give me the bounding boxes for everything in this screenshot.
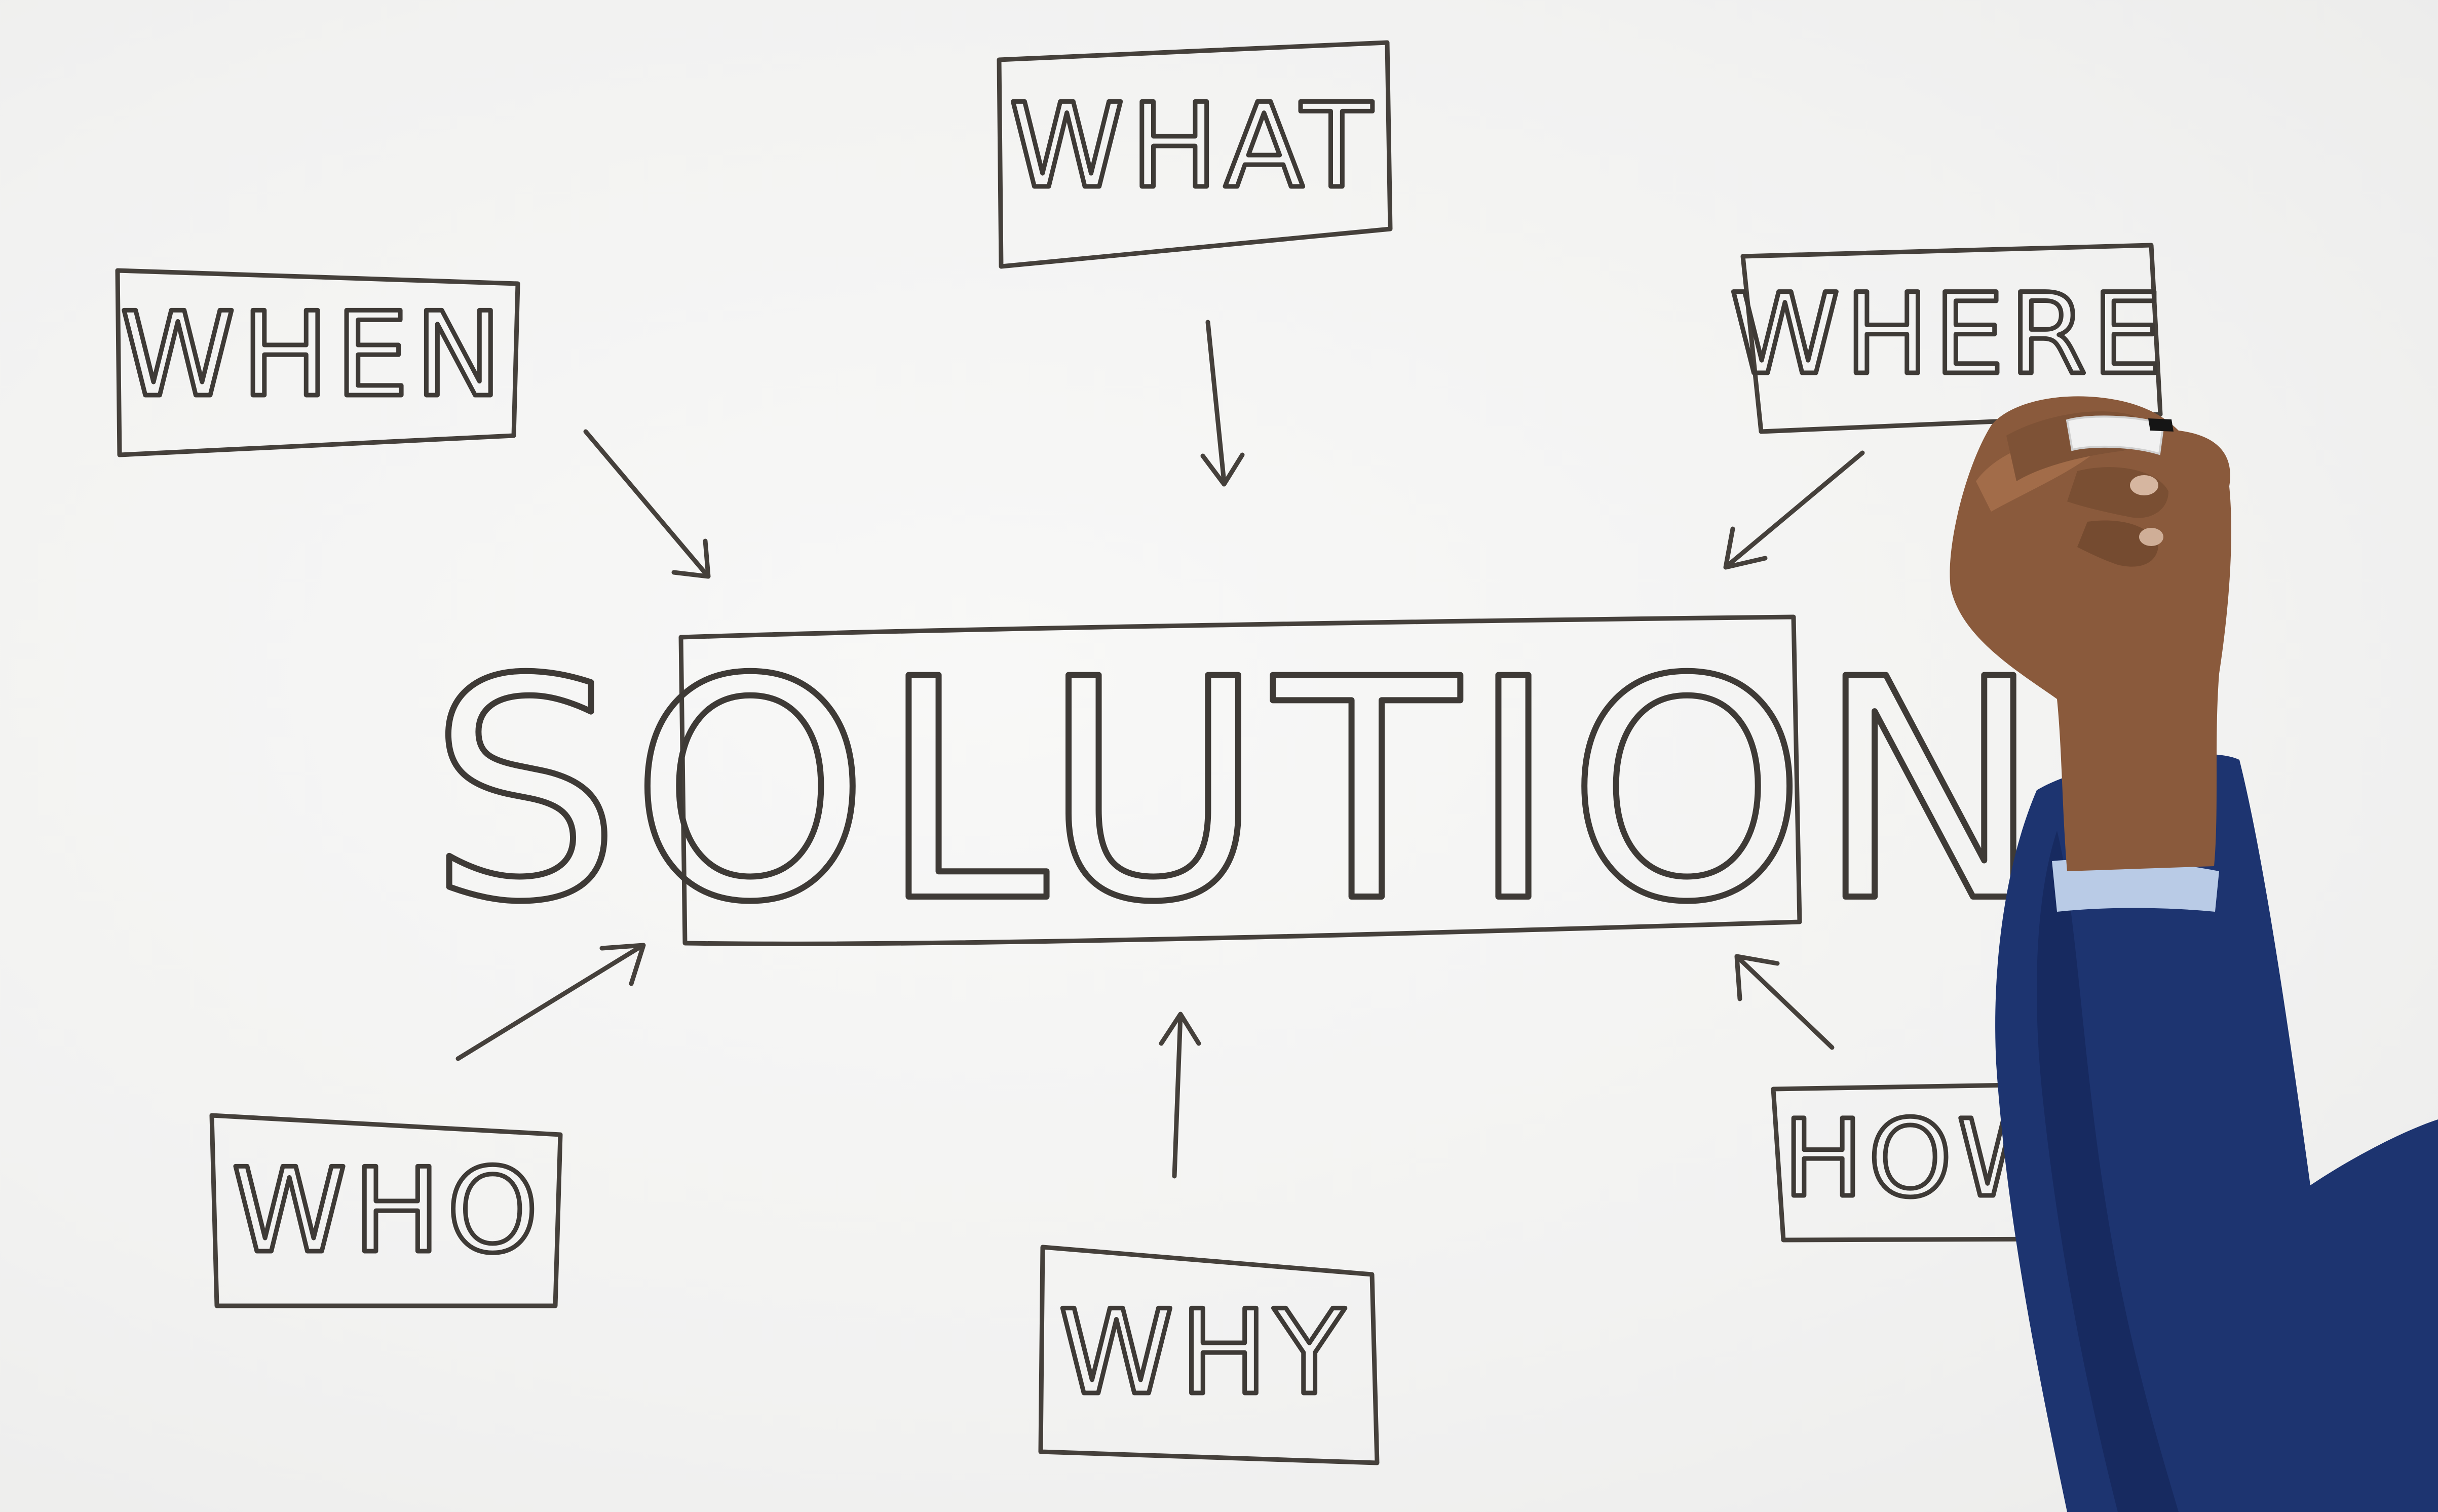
hand [1950,396,2231,871]
marker-tip [2148,418,2174,432]
when-arrow [583,429,711,579]
solution-label: SOLUTION [428,614,2052,968]
solution-box [678,614,1802,946]
where-box [1740,243,2163,434]
where-arrow [1723,450,1865,570]
fingernail [2139,528,2163,546]
why-arrow [1159,1012,1201,1179]
marker-body [2066,415,2165,455]
why-label: WHY [1059,1286,1351,1421]
who-arrow [455,943,646,1061]
who-box [209,1113,563,1308]
what-box [997,40,1393,269]
presenter-hand-figure [1950,396,2438,1512]
what-label: WHAT [1009,79,1378,214]
suit-sleeve-shading [2037,831,2179,1512]
fingernail [2130,475,2158,495]
why-box [1038,1245,1380,1465]
when-label: WHEN [120,288,508,423]
shirt-cuff [2052,859,2219,912]
when-box [115,268,520,457]
what-arrow [1200,320,1245,487]
finger-ring [2077,520,2158,567]
where-label: WHERE [1730,269,2167,399]
how-arrow [1734,954,1835,1050]
who-label: WHO [232,1144,544,1279]
